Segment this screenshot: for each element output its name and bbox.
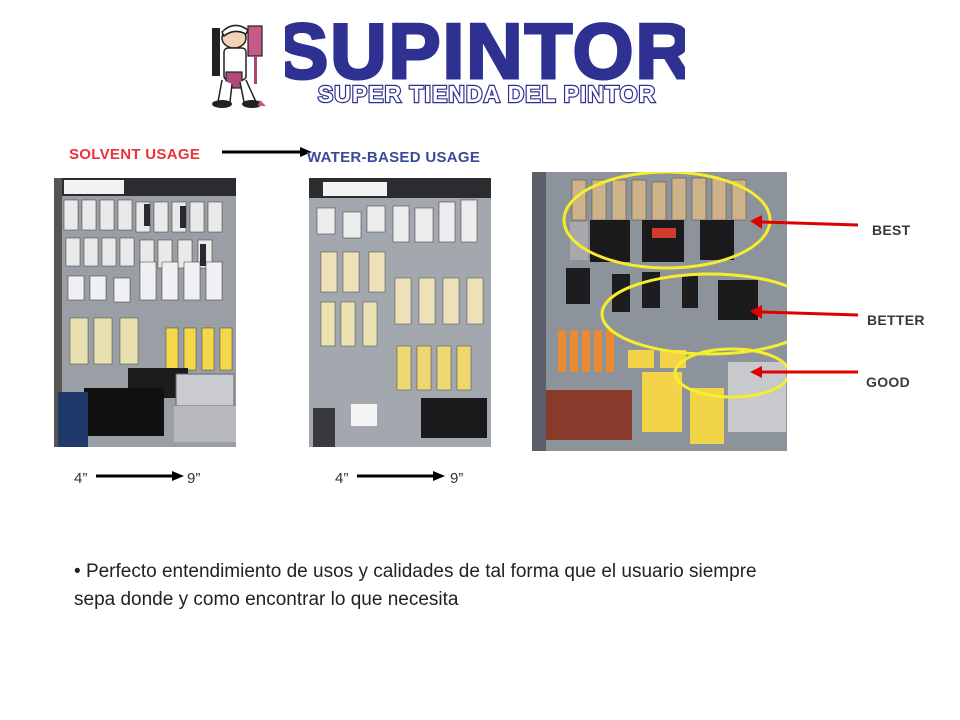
water-based-usage-label: WATER-BASED USAGE [307,149,481,166]
size-max-solvent: 9” [187,470,201,487]
size-min-water: 4” [335,470,349,487]
solvent-usage-label: SOLVENT USAGE [69,146,201,163]
description-text: Perfecto entendimiento de usos y calidad… [74,561,757,610]
quality-better-label: BETTER [867,312,925,328]
size-arrow-icon [357,471,445,481]
size-max-water: 9” [450,470,464,487]
size-arrow-icon [96,471,184,481]
quality-good-label: GOOD [866,374,910,390]
quality-arrows-icon [750,215,859,378]
bullet: • [74,561,81,582]
logo-subtitle: SUPER TIENDA DEL PINTOR [317,80,657,108]
size-min-solvent: 4” [74,470,88,487]
painter-mascot-icon [212,24,266,108]
quality-best-label: BEST [872,222,911,238]
description-paragraph: • Perfecto entendimiento de usos y calid… [74,558,774,614]
logo-title: SUPINTOR [285,10,685,88]
water-based-display-photo [309,178,491,447]
logo-title-text: SUPINTOR [285,10,685,88]
solvent-display-photo [54,178,236,447]
usage-arrow-icon [222,147,312,157]
quality-display-photo [532,172,787,451]
logo-subtitle-text: SUPER TIENDA DEL PINTOR [318,81,656,107]
